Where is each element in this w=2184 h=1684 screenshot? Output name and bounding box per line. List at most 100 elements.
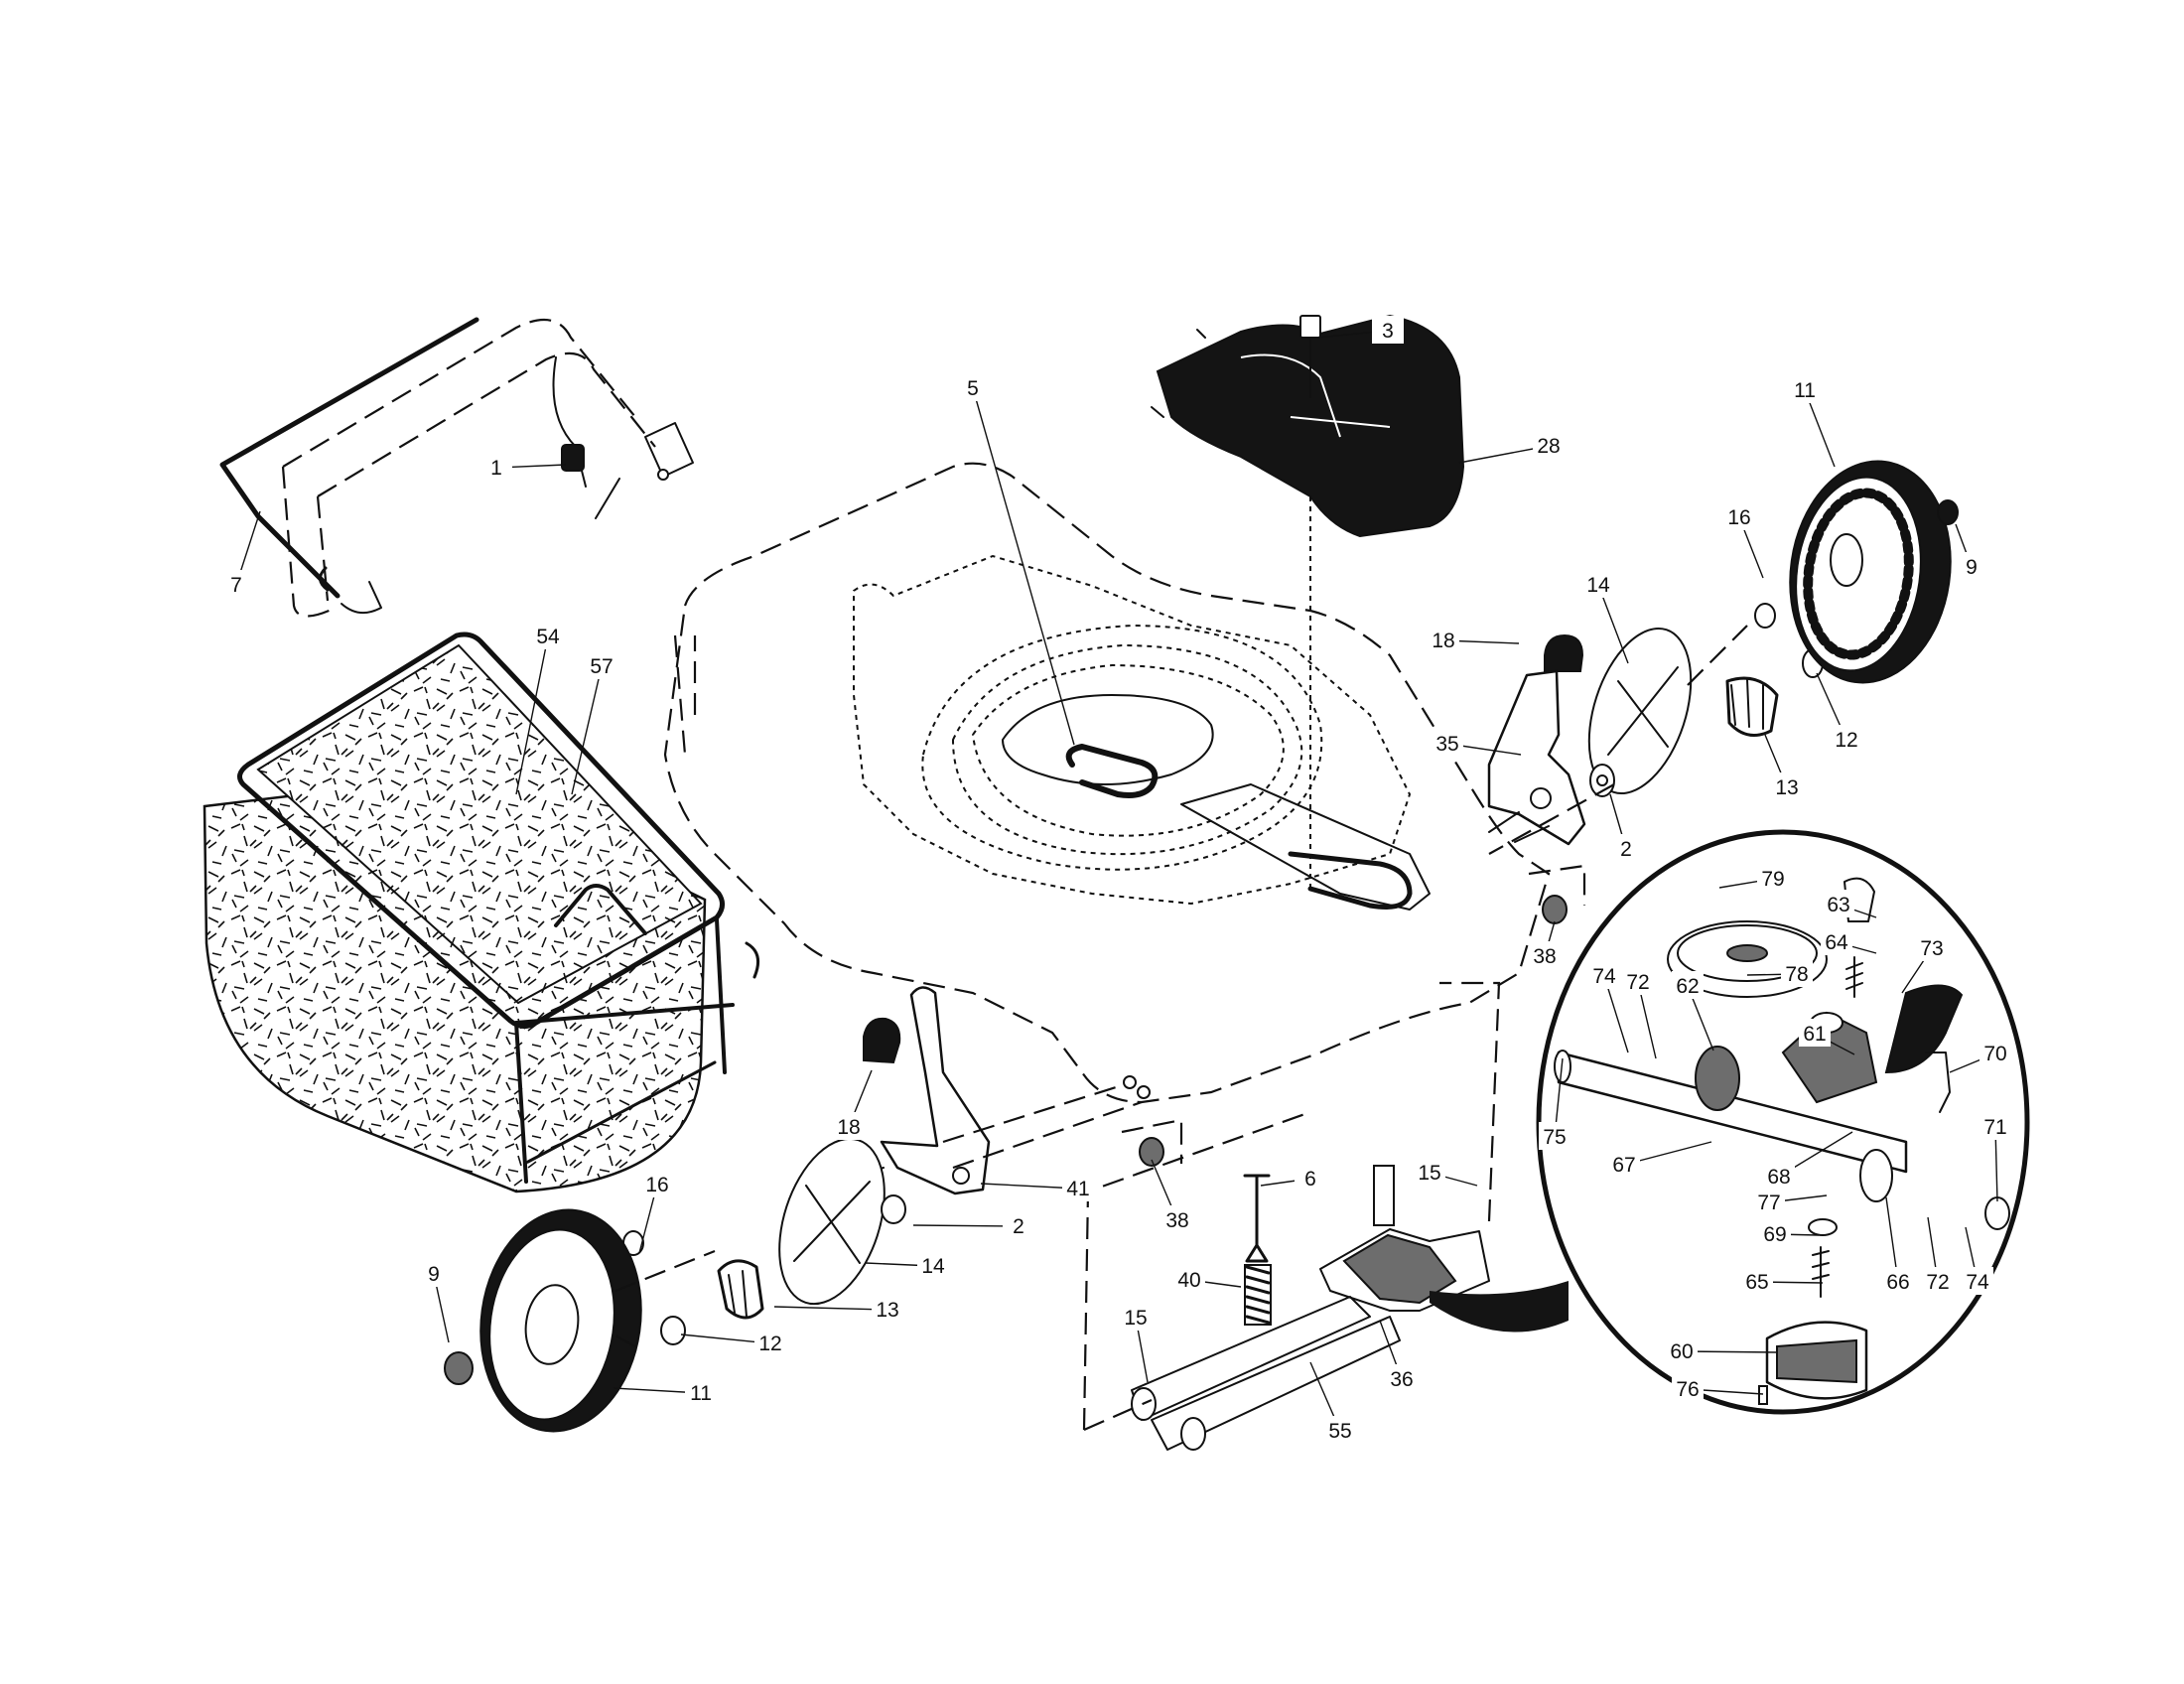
callout-label-bg — [1831, 725, 1862, 753]
callout-label-bg — [1003, 1211, 1034, 1239]
callout-label-bg — [1753, 1188, 1785, 1215]
part-number-label: 75 — [1543, 1126, 1566, 1149]
part-number-label: 2 — [1620, 838, 1632, 861]
callout-label-bg — [1672, 1374, 1704, 1402]
wheel-parts-right — [1488, 603, 1824, 855]
callout-label-bg — [1582, 570, 1614, 598]
part-number-label: 66 — [1886, 1271, 1909, 1294]
engine-cover — [1151, 314, 1465, 894]
part-number-label: 36 — [1390, 1368, 1413, 1391]
part-number-label: 9 — [1966, 556, 1978, 579]
part-number-label: 38 — [1533, 945, 1556, 968]
part-number-label: 76 — [1676, 1378, 1699, 1401]
callout-label-bg — [1610, 834, 1642, 862]
part-number-label: 13 — [1775, 776, 1798, 799]
height-adjuster-left — [833, 986, 1151, 1195]
callout-label-bg — [641, 1170, 673, 1197]
part-number-label: 11 — [1794, 379, 1816, 402]
wheel-parts-left — [622, 1137, 906, 1345]
lower-handle — [219, 317, 656, 618]
callout-label-bg — [1882, 1267, 1914, 1295]
drive-parts — [1082, 981, 1501, 1451]
callout-label-bg — [1432, 729, 1463, 757]
callout-label-bg — [1781, 959, 1813, 987]
callout-label-bg — [1666, 1336, 1698, 1364]
part-number-label: 1 — [490, 457, 502, 480]
callout-label-bg — [1120, 1303, 1152, 1331]
callout-label-bg — [1916, 933, 1948, 961]
callout-label-bg — [1533, 431, 1565, 459]
callout-label-bg — [1529, 941, 1561, 969]
callout-label-bg — [1789, 375, 1821, 403]
mower-deck — [663, 462, 1551, 1104]
callout-label-bg — [1922, 1267, 1954, 1295]
callout-leader — [912, 1224, 1020, 1227]
callout-label-bg — [1956, 552, 1987, 580]
callout-label-bg — [418, 1259, 450, 1287]
callout-label-bg — [1757, 864, 1789, 892]
callout-label-bg — [1161, 1205, 1193, 1233]
callout-label-bg — [1979, 1112, 2011, 1140]
callout-label-bg — [1386, 1364, 1418, 1392]
callout-label-bg — [1763, 1162, 1795, 1190]
callout-leader — [515, 635, 549, 795]
callout-label-bg — [1823, 890, 1854, 917]
callout-label-bg — [1799, 1019, 1831, 1047]
part-number-label: 18 — [837, 1116, 860, 1139]
part-number-label: 61 — [1803, 1023, 1826, 1046]
callout-label-bg — [220, 570, 252, 598]
rear-wheel-right — [1789, 460, 1959, 684]
part-number-label: 28 — [1537, 435, 1560, 458]
callout-label-bg — [1723, 502, 1755, 530]
callout-leader — [571, 665, 603, 795]
part-number-label: 69 — [1763, 1223, 1786, 1246]
callout-label-bg — [833, 1112, 865, 1140]
callout-label-bg — [1672, 971, 1704, 999]
callout-label-bg — [1295, 1164, 1326, 1192]
part-number-label: 54 — [536, 626, 560, 648]
cable-clip — [552, 356, 694, 519]
transmission-detail — [1430, 829, 2030, 1415]
grass-bag — [203, 632, 760, 1193]
callout-label-bg — [480, 453, 512, 481]
part-number-label: 73 — [1920, 937, 1943, 960]
callout-leader — [972, 387, 1075, 746]
part-number-label: 65 — [1745, 1271, 1768, 1294]
part-number-label: 71 — [1983, 1116, 2006, 1139]
part-number-label: 77 — [1757, 1192, 1780, 1214]
callout-label-bg — [1324, 1416, 1356, 1444]
part-number-label: 68 — [1767, 1166, 1790, 1189]
callout-label-bg — [872, 1295, 903, 1323]
part-number-label: 6 — [1304, 1168, 1316, 1191]
callout-label-bg — [1173, 1265, 1205, 1293]
part-number-label: 16 — [1727, 506, 1750, 529]
part-number-label: 12 — [1835, 729, 1857, 752]
callout-label-bg — [1979, 1039, 2011, 1066]
part-number-label: 63 — [1827, 894, 1849, 916]
part-number-label: 64 — [1825, 931, 1848, 954]
part-number-label: 35 — [1435, 733, 1458, 756]
part-number-label: 74 — [1966, 1271, 1989, 1294]
part-number-label: 72 — [1926, 1271, 1949, 1294]
axle-nut-left — [1121, 1118, 1183, 1167]
callout-label-bg — [1622, 967, 1654, 995]
part-number-label: 14 — [1586, 574, 1610, 597]
callout-label-bg — [532, 622, 564, 649]
callout-leader — [773, 1306, 888, 1311]
callout-leader — [1597, 584, 1629, 664]
part-number-label: 41 — [1066, 1178, 1089, 1200]
part-number-label: 62 — [1676, 975, 1699, 998]
callout-label-bg — [685, 1378, 717, 1406]
callout-label-bg — [1428, 626, 1459, 653]
part-number-label: 72 — [1626, 971, 1649, 994]
callout-label-bg — [957, 373, 989, 401]
part-number-label: 12 — [758, 1333, 781, 1355]
callout-label-bg — [1771, 772, 1803, 800]
callout-label-bg — [1962, 1267, 1993, 1295]
part-number-label: 2 — [1013, 1215, 1024, 1238]
part-number-label: 15 — [1418, 1162, 1440, 1185]
callout-label-bg — [917, 1251, 949, 1279]
callout-label-bg — [754, 1329, 786, 1356]
callout-label-bg — [1608, 1150, 1640, 1178]
